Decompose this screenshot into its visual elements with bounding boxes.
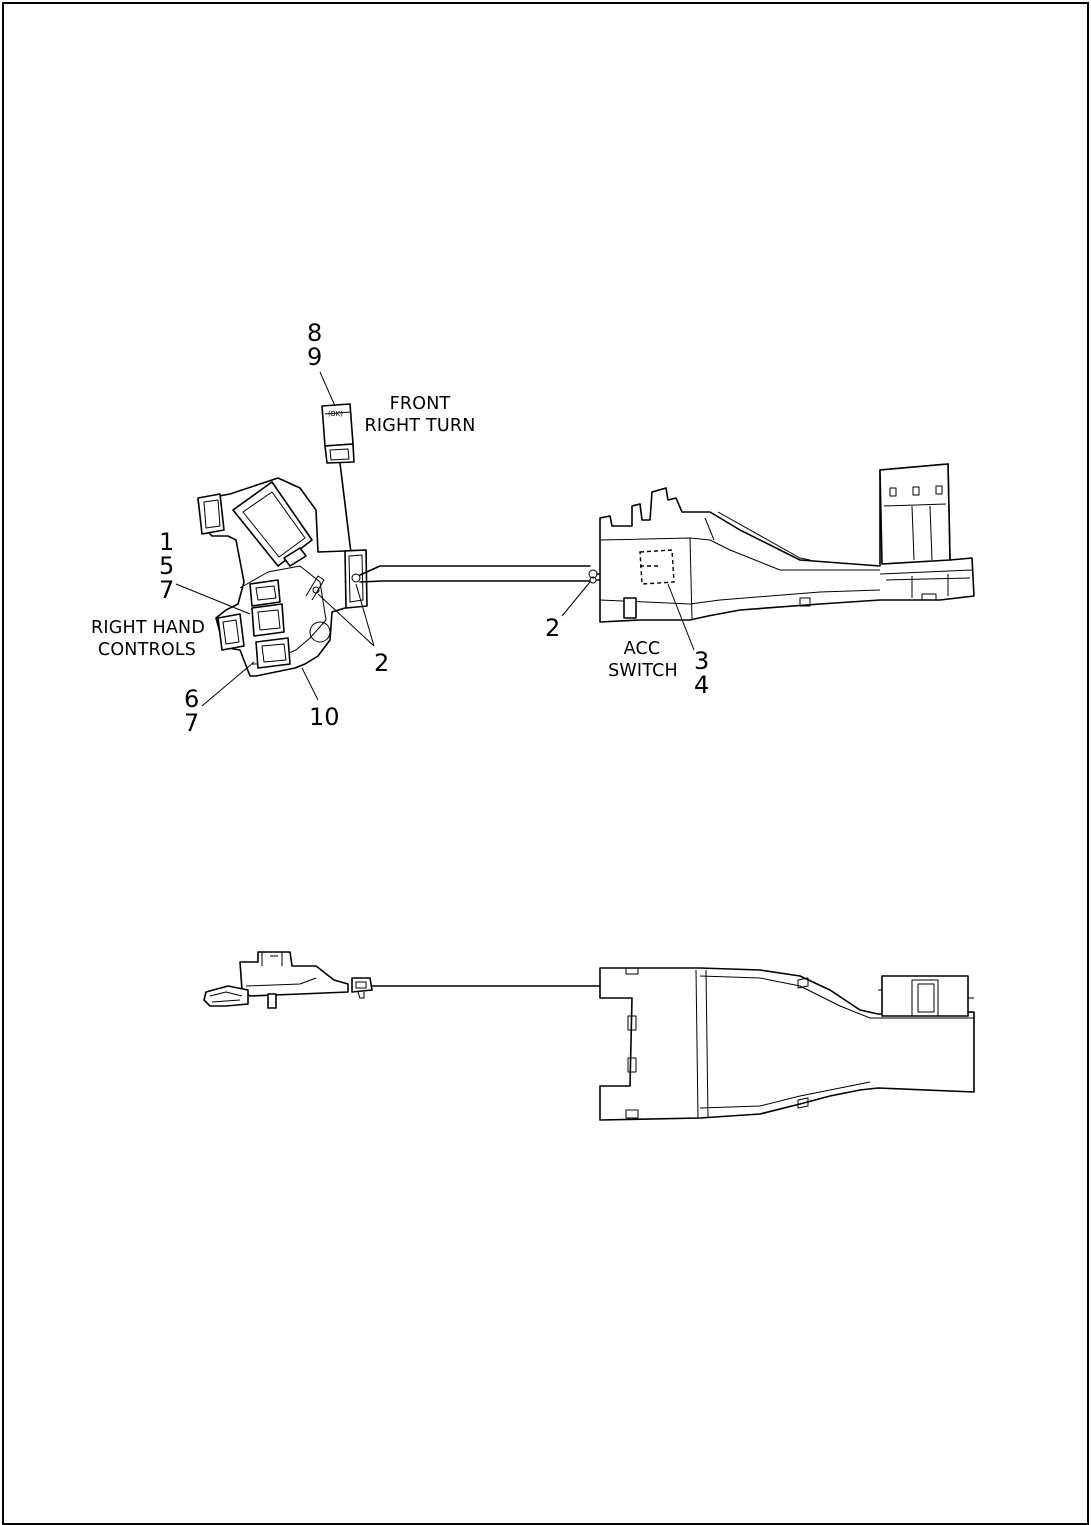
acc-switch-outline <box>639 549 675 585</box>
callout-4: 4 <box>694 671 709 699</box>
caption-front: FRONT <box>390 394 451 414</box>
callout-8: 8 <box>307 319 322 347</box>
callout-7-upper: 7 <box>159 576 174 604</box>
caption-controls: CONTROLS <box>98 640 196 660</box>
front-right-turn-connector: (BK) <box>321 403 355 554</box>
controls-housing-side <box>203 951 373 1009</box>
callout-9: 9 <box>307 343 322 371</box>
frame-top-view <box>599 463 975 623</box>
callout-10: 10 <box>309 703 340 731</box>
caption-switch: SWITCH <box>608 661 678 681</box>
callout-2-harness: 2 <box>545 614 560 642</box>
callout-5: 5 <box>159 552 174 580</box>
caption-right-hand: RIGHT HAND <box>91 618 205 638</box>
frame-side-view <box>599 967 975 1121</box>
caption-right-turn: RIGHT TURN <box>364 416 475 436</box>
connector-marking: (BK) <box>328 410 343 418</box>
top-view: (BK) <box>91 319 975 737</box>
callout-2-housing: 2 <box>374 649 389 677</box>
side-view <box>203 951 975 1121</box>
callout-3: 3 <box>694 647 709 675</box>
caption-acc: ACC <box>624 639 661 659</box>
callout-7-lower: 7 <box>184 709 199 737</box>
callout-1: 1 <box>159 528 174 556</box>
right-hand-controls-housing <box>197 477 368 677</box>
callout-6: 6 <box>184 685 199 713</box>
harness-wires <box>359 565 641 584</box>
leader-lines <box>175 371 695 707</box>
